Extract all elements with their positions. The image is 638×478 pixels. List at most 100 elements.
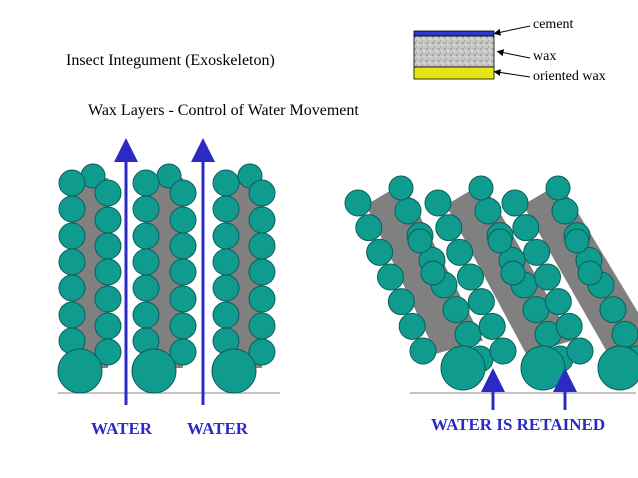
right-molecule — [534, 263, 561, 291]
right-molecule — [442, 296, 470, 324]
left-molecule — [58, 195, 86, 223]
legend-cement-label: cement — [533, 17, 574, 32]
right-molecule — [398, 312, 426, 340]
right-molecule — [454, 320, 482, 348]
right-molecule — [467, 288, 495, 316]
right-molecule — [478, 312, 506, 340]
water-retained-label: WATER IS RETAINED — [431, 415, 606, 434]
cement-layer-swatch — [413, 30, 495, 37]
right-molecule — [355, 214, 383, 242]
left-molecule — [94, 179, 122, 207]
right-molecule — [407, 228, 433, 254]
diagram-title: Insect Integument (Exoskeleton) — [66, 52, 275, 69]
left-molecule — [132, 195, 160, 223]
right-molecule — [544, 288, 572, 316]
right-molecule — [545, 175, 571, 201]
left-molecule — [132, 274, 160, 302]
left-molecule — [132, 169, 160, 197]
left-molecule — [248, 232, 276, 260]
right-molecule — [611, 320, 638, 348]
left-molecule — [169, 338, 197, 366]
right-molecule — [487, 228, 513, 254]
right-molecule — [366, 238, 394, 266]
oriented-wax-layer-swatch — [413, 66, 495, 80]
right-molecule — [500, 260, 526, 286]
left-molecule — [132, 222, 160, 250]
water-label-left: WATER — [91, 419, 153, 438]
left-molecule — [248, 338, 276, 366]
right-molecule — [523, 238, 551, 266]
oriented-wax-pointer-line — [493, 69, 531, 78]
wax-layer-swatch — [413, 35, 495, 68]
right-molecule — [564, 228, 590, 254]
left-molecule — [248, 312, 276, 340]
left-molecule — [169, 206, 197, 234]
legend-wax-label: wax — [533, 49, 557, 64]
right-molecule — [435, 214, 463, 242]
right-molecule — [387, 288, 415, 316]
right-base-molecule — [440, 345, 486, 391]
left-molecule — [58, 222, 86, 250]
water-label-right: WATER — [187, 419, 249, 438]
right-molecule — [555, 312, 583, 340]
right-molecule — [457, 263, 484, 291]
right-base-molecule — [597, 345, 638, 391]
left-molecule — [94, 285, 122, 313]
left-molecule — [58, 274, 86, 302]
right-molecule — [394, 197, 422, 225]
left-molecule — [169, 179, 197, 207]
left-molecule — [212, 222, 240, 250]
right-molecule — [474, 197, 502, 225]
diagram-subtitle: Wax Layers - Control of Water Movement — [88, 102, 359, 119]
right-molecule — [512, 214, 540, 242]
right-molecule — [420, 260, 446, 286]
right-base-molecule — [520, 345, 566, 391]
right-molecule — [577, 260, 603, 286]
right-tilted-wax-columns — [344, 175, 638, 391]
right-molecule — [446, 238, 474, 266]
left-molecule — [58, 248, 86, 276]
right-molecule — [344, 189, 372, 217]
left-molecule — [212, 248, 240, 276]
left-base-molecule — [211, 348, 257, 394]
left-molecule — [212, 274, 240, 302]
left-molecule — [248, 258, 276, 286]
right-molecule — [409, 337, 437, 365]
left-molecule — [132, 301, 160, 329]
cement-pointer-line — [493, 25, 531, 36]
left-molecule — [94, 206, 122, 234]
left-molecule — [169, 312, 197, 340]
left-molecule — [169, 285, 197, 313]
right-molecule — [388, 175, 414, 201]
left-molecule — [212, 195, 240, 223]
left-molecule — [94, 258, 122, 286]
wax-pointer-line — [496, 49, 531, 59]
left-base-molecule — [57, 348, 103, 394]
left-molecule — [212, 169, 240, 197]
right-molecule — [599, 296, 627, 324]
left-molecule — [248, 179, 276, 207]
right-molecule — [424, 189, 452, 217]
left-molecule — [212, 301, 240, 329]
right-molecule — [489, 337, 517, 365]
left-molecule — [58, 169, 86, 197]
right-molecule — [566, 337, 594, 365]
legend-oriented-wax-label: oriented wax — [533, 69, 606, 84]
left-molecule — [169, 232, 197, 260]
left-molecule — [132, 248, 160, 276]
right-molecule — [468, 175, 494, 201]
left-molecule — [169, 258, 197, 286]
right-molecule — [501, 189, 529, 217]
left-molecule — [94, 338, 122, 366]
left-molecule — [248, 206, 276, 234]
left-molecule — [248, 285, 276, 313]
left-wax-columns — [57, 163, 276, 394]
left-molecule — [94, 312, 122, 340]
right-molecule — [551, 197, 579, 225]
left-molecule — [94, 232, 122, 260]
left-molecule — [58, 301, 86, 329]
right-molecule — [377, 263, 404, 291]
left-base-molecule — [131, 348, 177, 394]
